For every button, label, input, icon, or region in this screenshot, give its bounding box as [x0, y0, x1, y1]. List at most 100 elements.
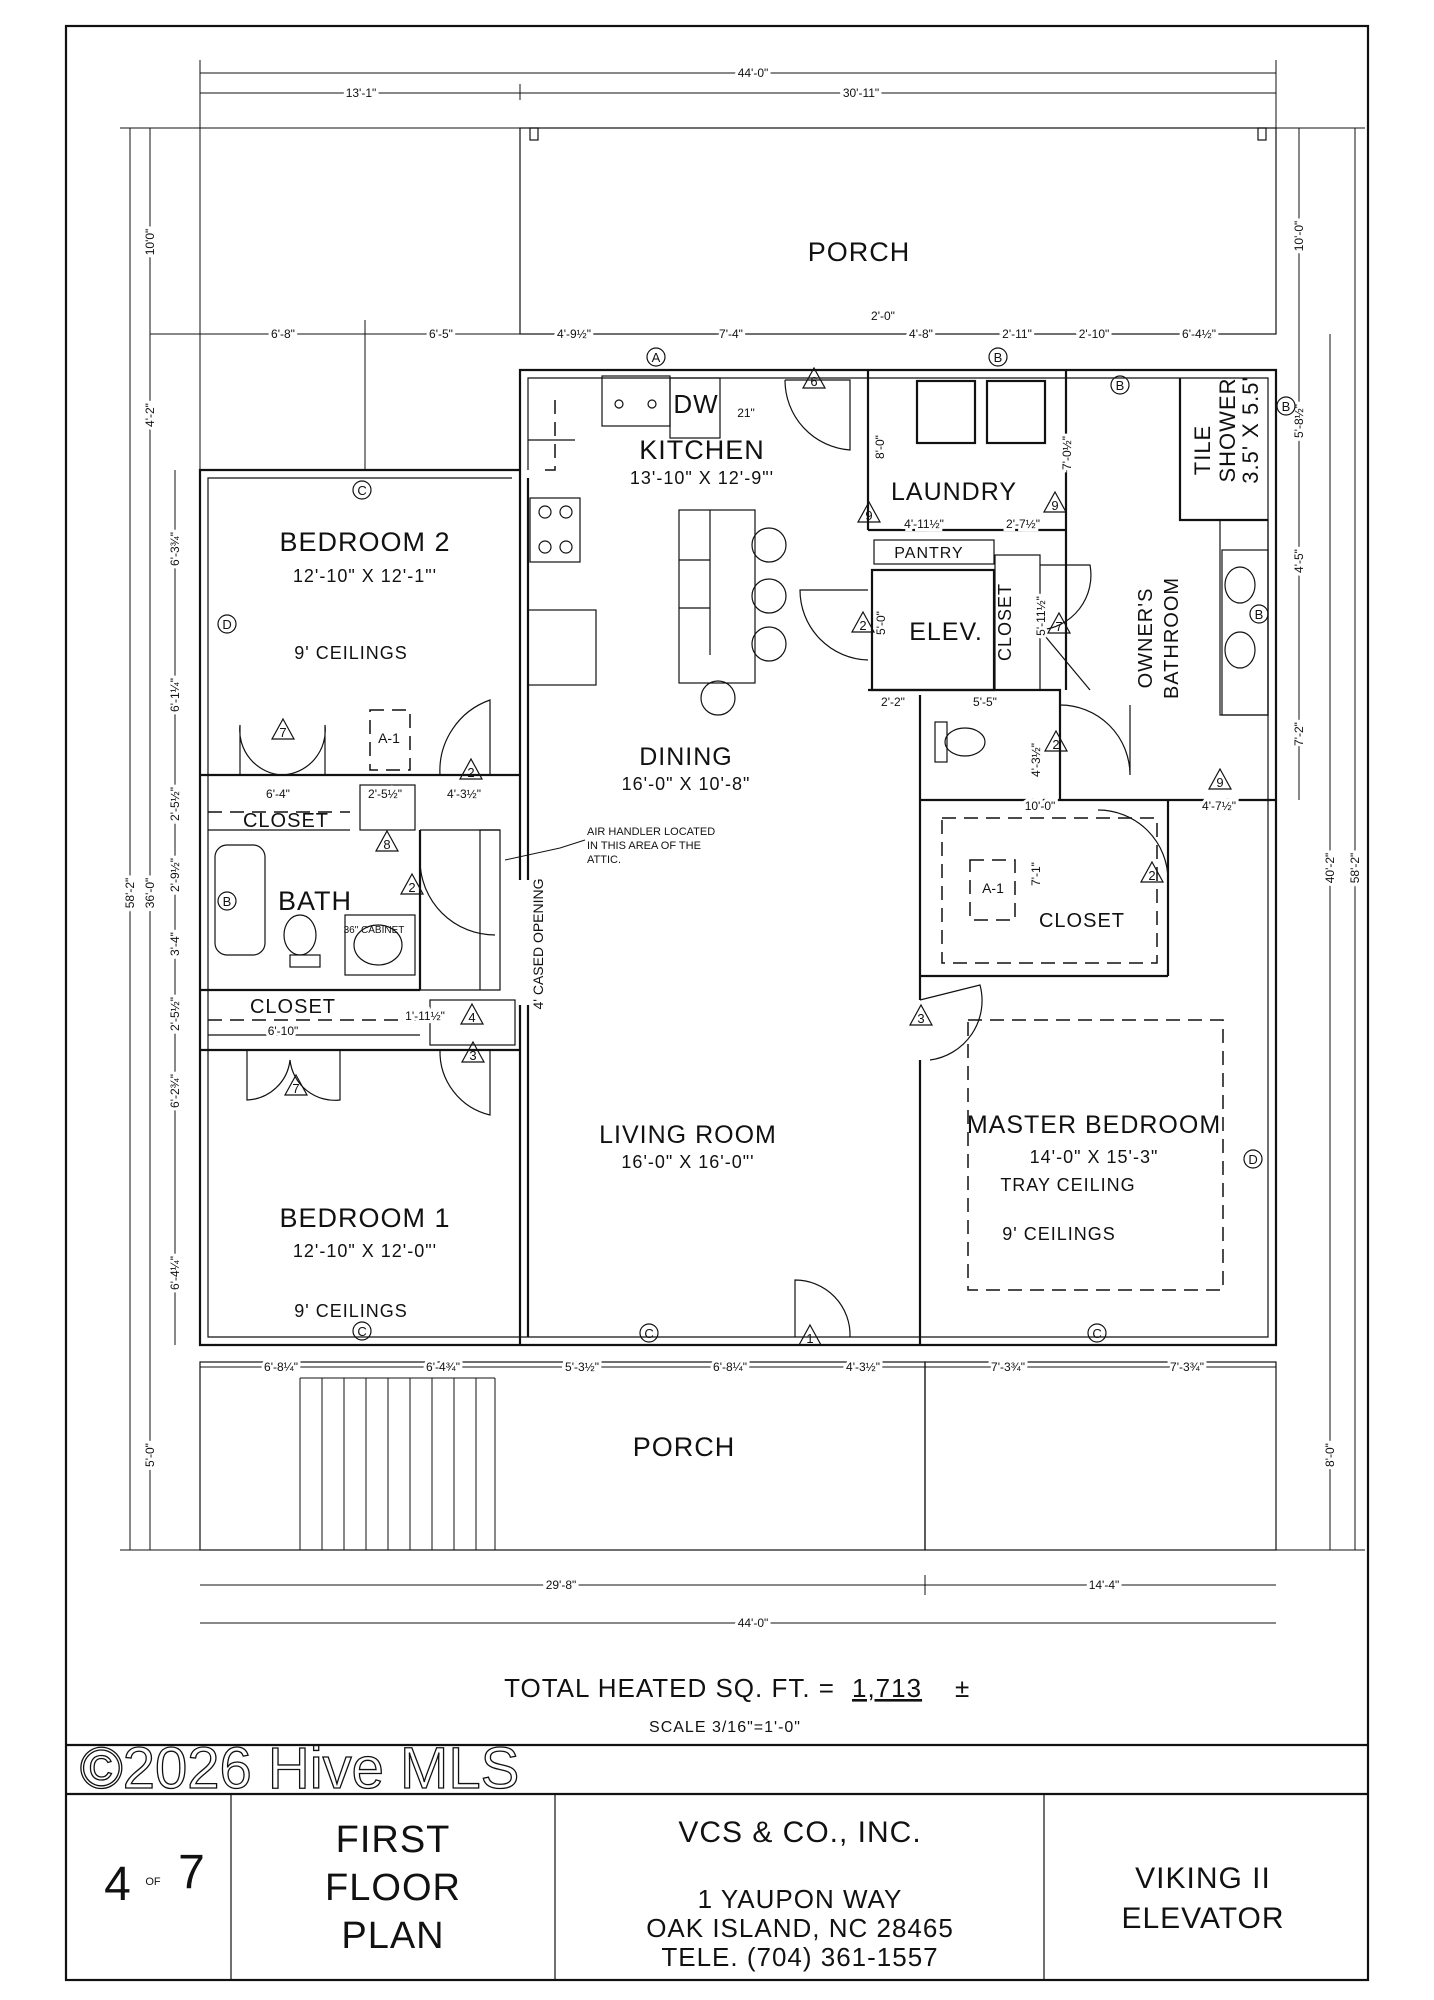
door-tag: 9 — [1042, 490, 1068, 513]
a1-left: A-1 — [378, 730, 400, 746]
dim-label: 5'-5" — [973, 695, 997, 709]
dim-label: 2'-11" — [1002, 327, 1032, 341]
shower-label-2: SHOWER — [1215, 378, 1240, 483]
toilet — [283, 914, 317, 956]
dw-label: DW — [673, 389, 718, 419]
dim-label: 10'-0" — [1025, 799, 1056, 813]
elev-closet-label: CLOSET — [995, 583, 1015, 661]
dim-label: 30'-11" — [843, 86, 879, 100]
svg-text:7: 7 — [1055, 619, 1062, 634]
door-tag: 2 — [458, 757, 484, 780]
dim-label: 7'-3¾" — [991, 1360, 1025, 1374]
dimension-labels: 44'-0" 13'-1" 30'-11" 6'-8" 6'-5" 4'-9½"… — [120, 63, 1365, 1633]
tray-ceiling-outline — [967, 1019, 1224, 1291]
dim-label: 4'-11½" — [904, 517, 944, 531]
closet-upper-label: CLOSET — [243, 810, 329, 832]
company-address-2: OAK ISLAND, NC 28465 — [646, 1913, 954, 1943]
svg-text:2: 2 — [1148, 868, 1155, 883]
dim-label: 7'-0½" — [1060, 436, 1074, 470]
svg-text:3: 3 — [469, 1048, 476, 1063]
sheet-number: 4 — [104, 1858, 132, 1911]
master-tray-ceiling: TRAY CEILING — [1000, 1175, 1135, 1195]
window-tag: C — [639, 1323, 659, 1343]
dining-size: 16'-0" X 10'-8" — [622, 774, 751, 794]
dim-label: 5'-11½" — [1034, 596, 1048, 636]
dim-label: 6'-2¾" — [168, 1074, 182, 1108]
bedroom1-size: 12'-10" X 12'-0"' — [293, 1241, 437, 1261]
sheet-title-3: PLAN — [341, 1915, 444, 1957]
bath-fixtures — [214, 844, 416, 976]
shower-label-1: TILE — [1190, 425, 1215, 475]
dim-label: 6'-4¼" — [168, 1256, 182, 1290]
stairs — [299, 1377, 496, 1550]
dim-label: 6'-10" — [268, 1024, 299, 1038]
dim-label: 2'-5½" — [368, 787, 402, 801]
dim-label: 3'-4" — [168, 932, 182, 956]
room-labels: PORCH KITCHEN 13'-10" X 12'-9"' DW 21" L… — [243, 237, 1263, 1462]
washer — [915, 379, 977, 445]
dim-label: 10'-0" — [1292, 221, 1306, 252]
dim-label: 5'-0" — [143, 1443, 157, 1467]
svg-text:8: 8 — [383, 837, 390, 852]
cased-opening-label: 4' CASED OPENING — [530, 878, 546, 1009]
dim-label: 6'-4" — [266, 787, 290, 801]
bedroom1-ceiling: 9' CEILINGS — [294, 1301, 407, 1321]
window-tag: D — [217, 614, 237, 634]
sheet-frame — [64, 24, 1370, 1982]
dining-label: DINING — [639, 743, 733, 771]
dim-label: 2'-2" — [881, 695, 905, 709]
laundry-label: LAUNDRY — [891, 478, 1017, 506]
door-tag: 3 — [908, 1003, 934, 1026]
svg-text:B: B — [1116, 378, 1125, 393]
title-block: 4 OF 7 FIRST FLOOR PLAN VCS & CO., INC. … — [104, 1816, 1283, 1972]
svg-text:B: B — [1255, 607, 1264, 622]
footer-notes: TOTAL HEATED SQ. FT. = 1,713 ± SCALE 3/1… — [504, 1673, 969, 1736]
svg-text:B: B — [223, 894, 232, 909]
vanity-sink — [353, 924, 403, 966]
stool — [751, 578, 787, 614]
door-tag: 2 — [399, 872, 425, 895]
sheet-title-1: FIRST — [336, 1819, 451, 1861]
dim-label: 7'-3¾" — [1170, 1360, 1204, 1374]
window-tag: B — [1249, 604, 1269, 624]
dim-label: 4'-2" — [143, 403, 157, 427]
svg-text:7: 7 — [292, 1081, 299, 1096]
dim-label: 8'-0" — [873, 435, 887, 459]
svg-text:4: 4 — [468, 1010, 475, 1025]
door-tag: 3 — [460, 1040, 486, 1063]
closet-lower-label: CLOSET — [250, 996, 336, 1018]
dim-label: 7'-2" — [1292, 722, 1306, 746]
window-tag: A — [646, 347, 666, 367]
svg-text:2: 2 — [1052, 737, 1059, 752]
air-handler-note-2: IN THIS AREA OF THE — [587, 840, 701, 852]
walls — [198, 368, 1278, 1347]
master-bedroom-label: MASTER BEDROOM — [967, 1111, 1221, 1139]
dim-label: 6'-1¼" — [168, 678, 182, 712]
svg-text:D: D — [222, 617, 231, 632]
svg-text:3: 3 — [917, 1011, 924, 1026]
dim-label: 4'-9½" — [557, 327, 591, 341]
air-handler-note-1: AIR HANDLER LOCATED — [587, 826, 715, 838]
living-room-label: LIVING ROOM — [599, 1121, 777, 1149]
window-tag: B — [217, 891, 237, 911]
master-closet-label: CLOSET — [1039, 910, 1125, 932]
svg-text:C: C — [644, 1326, 653, 1341]
door-swings — [239, 379, 1169, 1338]
pantry-label: PANTRY — [894, 545, 963, 562]
porch-top-label: PORCH — [808, 237, 911, 267]
shower-label-3: 3.5' X 5.5' — [1238, 376, 1263, 483]
door-tag: 9 — [1207, 767, 1233, 790]
dim-label: 2'-10" — [1079, 327, 1110, 341]
svg-text:D: D — [1248, 1152, 1257, 1167]
window-tag: B — [1276, 396, 1296, 416]
dashed-outlines — [208, 709, 1224, 1291]
dimension-lines — [120, 60, 1365, 1624]
dim-label: 4'-7½" — [1202, 799, 1236, 813]
dim-label: 40'-2" — [1323, 853, 1337, 884]
bedroom2-label: BEDROOM 2 — [279, 527, 450, 557]
sheet-total: 7 — [178, 1846, 206, 1899]
bath-label: BATH — [278, 886, 352, 916]
dim-label: 44'-0" — [738, 1616, 769, 1630]
dim-label: 6'-3¾" — [168, 532, 182, 566]
